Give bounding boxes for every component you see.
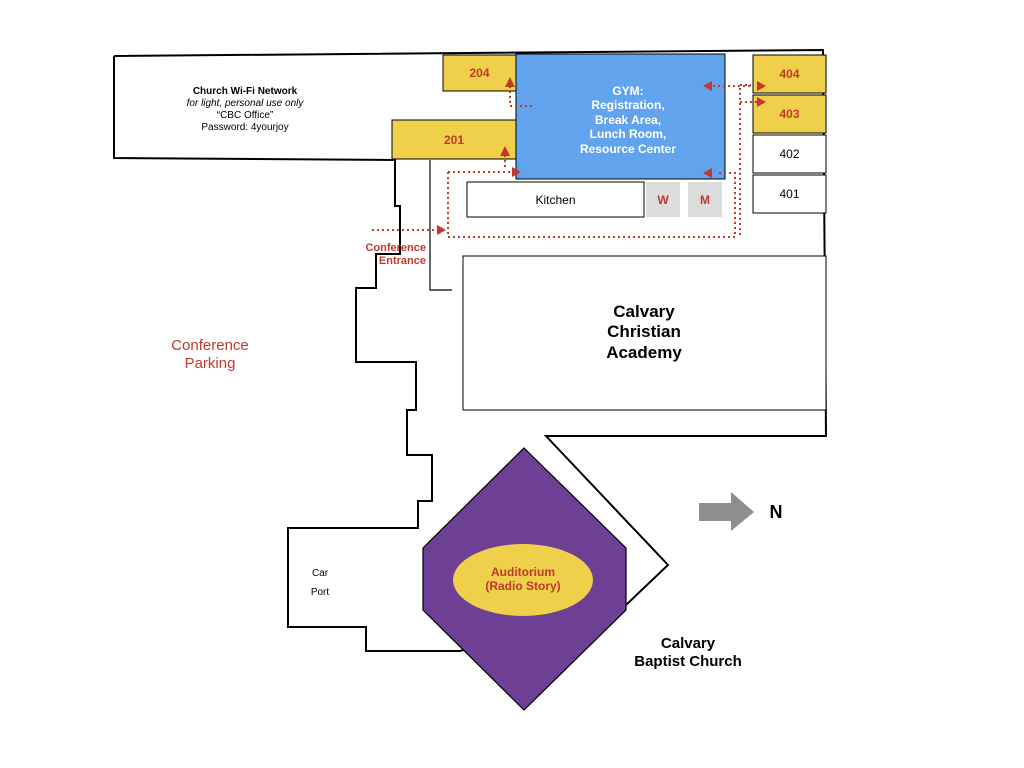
auditorium-label: Auditorium (Radio Story) bbox=[463, 565, 583, 594]
conference-entrance-label: Conference Entrance bbox=[340, 242, 426, 268]
carport-line2: Port bbox=[310, 587, 330, 598]
room-404[interactable] bbox=[752, 54, 827, 94]
room-402[interactable] bbox=[752, 134, 827, 174]
conference-parking-label: Conference Parking bbox=[160, 337, 260, 373]
wifi-password: Password: 4yourjoy bbox=[201, 122, 289, 133]
entrance-line2: Entrance bbox=[378, 255, 426, 268]
academy-building[interactable] bbox=[462, 255, 827, 411]
wifi-note: for light, personal use only bbox=[186, 98, 304, 109]
north-arrow-icon bbox=[699, 492, 754, 531]
entrance-line1: Conference bbox=[365, 242, 426, 254]
carport-line1: Car bbox=[311, 568, 329, 579]
auditorium-line2: (Radio Story) bbox=[485, 579, 561, 594]
gym-label-line1: GYM: bbox=[612, 84, 644, 98]
church-line2: Baptist Church bbox=[634, 653, 742, 670]
academy-line2: Christian bbox=[607, 322, 681, 342]
room-204-label: 204 bbox=[469, 66, 490, 80]
route-arrowheads bbox=[437, 77, 766, 235]
wifi-ssid: “CBC Office” bbox=[216, 110, 274, 121]
auditorium-stage bbox=[453, 544, 593, 616]
room-401-label: 401 bbox=[779, 187, 800, 201]
parking-line2: Parking bbox=[184, 355, 236, 372]
mens-restroom-label: M bbox=[700, 192, 710, 207]
room-402-label: 402 bbox=[779, 147, 800, 161]
gym-label-line3: Break Area, bbox=[594, 112, 662, 127]
gym-label: GYM: Registration, Break Area, Lunch Roo… bbox=[560, 84, 696, 156]
wifi-title: Church Wi-Fi Network bbox=[192, 86, 298, 97]
church-label: Calvary Baptist Church bbox=[618, 635, 758, 671]
academy-label: Calvary Christian Academy bbox=[574, 302, 714, 363]
room-401[interactable] bbox=[752, 174, 827, 214]
north-label: N bbox=[769, 502, 783, 522]
parking-line1: Conference bbox=[171, 337, 249, 354]
room-404-label: 404 bbox=[779, 67, 800, 81]
gym-label-line2: Registration, bbox=[591, 98, 665, 113]
route-path bbox=[372, 84, 758, 238]
kitchen-room[interactable] bbox=[466, 181, 645, 218]
church-line1: Calvary bbox=[660, 635, 716, 652]
building-outline bbox=[113, 48, 828, 652]
gym-room[interactable] bbox=[515, 53, 726, 180]
inner-wall bbox=[429, 160, 452, 291]
room-403-label: 403 bbox=[779, 107, 800, 121]
carport-label: Car Port bbox=[300, 564, 340, 602]
gym-label-line4: Lunch Room, bbox=[589, 127, 667, 142]
wifi-info: Church Wi-Fi Network for light, personal… bbox=[170, 86, 320, 134]
gym-label-line5: Resource Center bbox=[579, 141, 677, 156]
auditorium-line1: Auditorium bbox=[491, 565, 555, 579]
room-403[interactable] bbox=[752, 94, 827, 134]
room-201-label: 201 bbox=[443, 132, 465, 147]
academy-line1: Calvary bbox=[613, 302, 675, 321]
academy-line3: Academy bbox=[606, 342, 682, 362]
room-201[interactable] bbox=[391, 119, 517, 160]
womens-restroom-label: W bbox=[657, 192, 669, 207]
womens-restroom[interactable] bbox=[646, 182, 680, 217]
kitchen-label: Kitchen bbox=[535, 192, 576, 207]
mens-restroom[interactable] bbox=[688, 182, 722, 217]
